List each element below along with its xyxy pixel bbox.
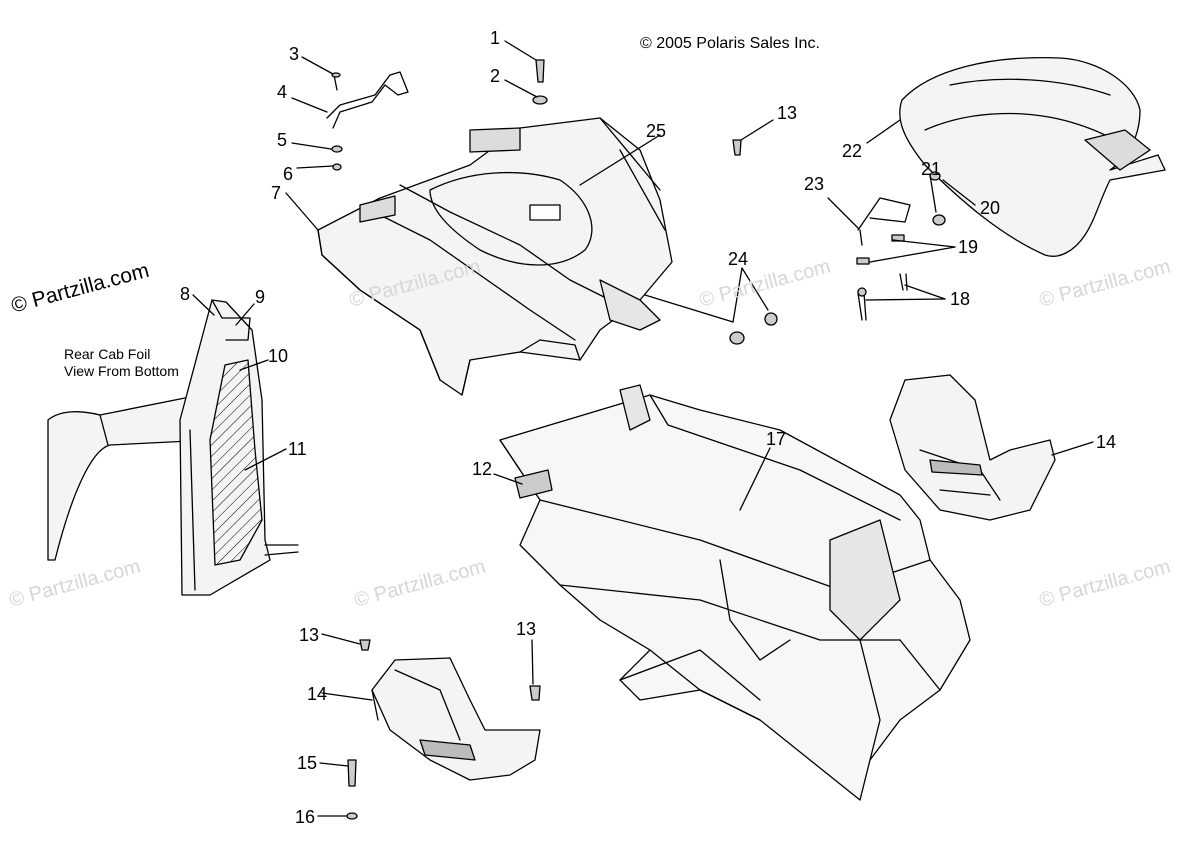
callout-11: 11 [288, 439, 307, 459]
note-line-2: View From Bottom [64, 363, 179, 379]
callout-17: 17 [766, 429, 787, 449]
callout-8: 8 [180, 284, 191, 304]
callout-5: 5 [277, 130, 288, 150]
callout-2: 2 [490, 66, 501, 86]
leader-lines [192, 40, 1094, 817]
footwell-right-part [889, 374, 1056, 521]
fasteners-lower [346, 639, 541, 820]
callout-15: 15 [297, 753, 318, 773]
footwell-left-part [371, 657, 541, 781]
callout-3: 3 [289, 44, 300, 64]
callout-7: 7 [271, 183, 282, 203]
callout-10: 10 [268, 346, 289, 366]
callout-18: 18 [950, 289, 971, 309]
callout-13: 13 [777, 103, 798, 123]
note-line-1: Rear Cab Foil [64, 346, 151, 362]
rear-cab-part [317, 117, 673, 396]
callout-21: 21 [921, 159, 942, 179]
callout-12: 12 [472, 459, 493, 479]
callout-1: 1 [490, 28, 501, 48]
small-hardware-top [326, 59, 778, 345]
seat-latch-hardware [856, 171, 946, 321]
callout-19: 19 [958, 237, 979, 257]
callout-23: 23 [804, 174, 825, 194]
copyright-notice: © 2005 Polaris Sales Inc. [640, 35, 820, 52]
rear-cab-foil-view [47, 299, 299, 596]
frame-part [499, 384, 971, 801]
callout-24: 24 [728, 249, 749, 269]
callout-16: 16 [295, 807, 316, 827]
callout-14: 14 [1096, 432, 1117, 452]
callout-9: 9 [255, 287, 266, 307]
seat-part [899, 56, 1166, 257]
rear-cab-foil-note: Rear Cab Foil View From Bottom [64, 346, 179, 380]
callout-22: 22 [842, 141, 863, 161]
callout-13: 13 [516, 619, 537, 639]
callout-20: 20 [980, 198, 1001, 218]
callout-6: 6 [283, 164, 294, 184]
callout-14: 14 [307, 684, 328, 704]
callout-4: 4 [277, 82, 288, 102]
callout-25: 25 [646, 121, 667, 141]
callout-13: 13 [299, 625, 320, 645]
